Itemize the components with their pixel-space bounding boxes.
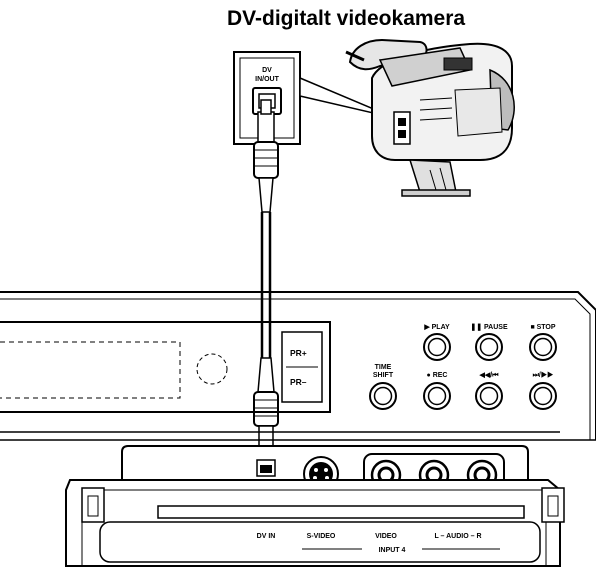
- recorder-front-panel: PR+ PR–: [0, 291, 596, 441]
- camcorder-illustration: [345, 38, 515, 197]
- channel-up-label: PR+: [290, 348, 307, 358]
- time-shift-label-1: TIME: [375, 364, 392, 371]
- front-input-panel: DV IN S-VIDEO VIDEO L – AUDIO – R INPUT …: [65, 445, 565, 567]
- pause-label: ❚❚ PAUSE: [470, 323, 508, 331]
- transport-buttons: ▶ PLAY ❚❚ PAUSE ■ STOP ● REC ◀◀/⏮ ⏭/▶▶: [423, 323, 557, 410]
- s-video-label: S-VIDEO: [307, 533, 336, 540]
- stop-label: ■ STOP: [530, 324, 555, 331]
- audio-label: L – AUDIO – R: [434, 533, 481, 540]
- port-label-in-out: IN/OUT: [255, 76, 279, 83]
- rewind-skip-label: ◀◀/⏮: [478, 372, 499, 379]
- time-shift-button-group[interactable]: TIME SHIFT: [369, 364, 397, 410]
- dv-cable: [253, 99, 279, 461]
- video-label: VIDEO: [375, 533, 397, 540]
- dv-in-label: DV IN: [257, 533, 276, 540]
- time-shift-label-2: SHIFT: [373, 372, 394, 379]
- forward-skip-label: ⏭/▶▶: [533, 371, 554, 379]
- diagram-title: DV-digitalt videokamera: [227, 7, 465, 30]
- play-label: ▶ PLAY: [423, 324, 450, 331]
- input-group-label: INPUT 4: [379, 547, 406, 554]
- display-window: [0, 341, 181, 399]
- rec-label: ● REC: [427, 372, 448, 379]
- remote-sensor: [196, 353, 228, 385]
- channel-down-label: PR–: [290, 377, 307, 387]
- port-label-dv: DV: [262, 67, 272, 74]
